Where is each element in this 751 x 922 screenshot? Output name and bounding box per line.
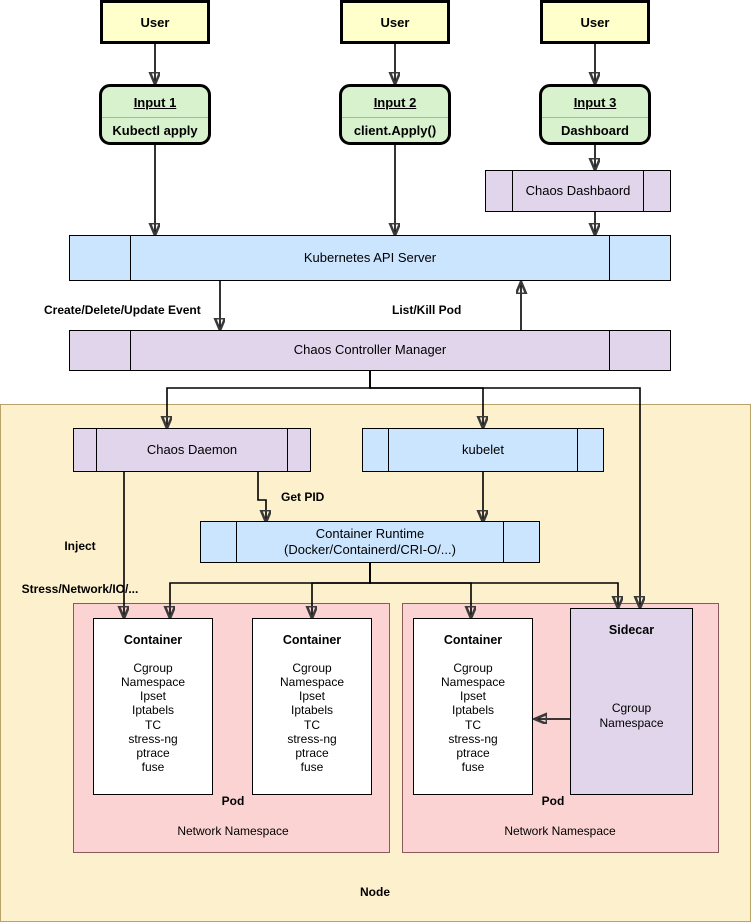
container-runtime-line1: Container Runtime bbox=[315, 525, 425, 541]
user-label: User bbox=[380, 14, 410, 30]
box-side-right bbox=[643, 171, 670, 211]
container-runtime-line2: (Docker/Containerd/CRI-O/...) bbox=[284, 542, 456, 557]
feature-item: TC bbox=[465, 717, 481, 732]
box-side-right bbox=[503, 522, 539, 562]
feature-item: ptrace bbox=[295, 745, 329, 760]
controller-manager-label: Chaos Controller Manager bbox=[293, 342, 447, 358]
sidecar-card[interactable]: Sidecar Cgroup Namespace bbox=[570, 608, 693, 795]
chaos-dashboard-label: Chaos Dashbaord bbox=[525, 182, 631, 198]
feature-item: Namespace bbox=[599, 715, 664, 730]
box-side-left bbox=[74, 429, 97, 471]
input-card-header: Input 1 bbox=[102, 87, 208, 118]
user-label: User bbox=[580, 14, 610, 30]
input-card-1[interactable]: Input 1 Kubectl apply bbox=[99, 84, 211, 145]
feature-item: fuse bbox=[141, 760, 165, 775]
input-card-header: Input 2 bbox=[342, 87, 448, 118]
sidecar-body: Cgroup Namespace bbox=[571, 637, 692, 794]
feature-item: Ipset bbox=[459, 689, 486, 704]
box-side-right bbox=[609, 236, 670, 280]
input-card-body: Dashboard bbox=[561, 122, 629, 138]
feature-item: Cgroup bbox=[292, 661, 332, 675]
edge-label-inject-line1: Inject bbox=[64, 538, 96, 553]
edge-label-inject: Inject Stress/Network/IO/... bbox=[10, 510, 150, 625]
box-side-left bbox=[363, 429, 389, 471]
feature-item: Cgroup bbox=[133, 661, 173, 675]
feature-item: Iptabels bbox=[131, 703, 175, 718]
feature-item: Namespace bbox=[120, 675, 186, 690]
feature-item: stress-ng bbox=[448, 731, 498, 746]
chaos-daemon-label: Chaos Daemon bbox=[146, 441, 238, 457]
chaos-daemon-box[interactable]: Chaos Daemon bbox=[73, 428, 311, 472]
network-namespace-label: Network Namespace bbox=[177, 824, 289, 838]
user-box-1: User bbox=[100, 0, 210, 44]
input-card-body: Kubectl apply bbox=[112, 122, 198, 138]
feature-item: Ipset bbox=[298, 689, 325, 704]
container-title: Container bbox=[123, 633, 183, 647]
box-side-left bbox=[486, 171, 513, 211]
edge-label-create-delete-update: Create/Delete/Update Event bbox=[44, 303, 201, 317]
container-runtime-box[interactable]: Container Runtime (Docker/Containerd/CRI… bbox=[200, 521, 540, 563]
feature-item: Cgroup bbox=[453, 661, 493, 675]
feature-item: stress-ng bbox=[287, 731, 337, 746]
kubernetes-api-server-box[interactable]: Kubernetes API Server bbox=[69, 235, 671, 281]
feature-item: stress-ng bbox=[128, 731, 178, 746]
input-card-2[interactable]: Input 2 client.Apply() bbox=[339, 84, 451, 145]
edge-label-get-pid: Get PID bbox=[281, 490, 325, 504]
container-card[interactable]: Container Cgroup Namespace Ipset Iptabel… bbox=[252, 618, 372, 795]
feature-item: Namespace bbox=[440, 675, 506, 690]
edge-label-list-kill-pod: List/Kill Pod bbox=[392, 303, 462, 317]
input-card-3[interactable]: Input 3 Dashboard bbox=[539, 84, 651, 145]
user-label: User bbox=[140, 14, 170, 30]
box-side-right bbox=[287, 429, 310, 471]
feature-item: Iptabels bbox=[451, 703, 495, 718]
api-server-label: Kubernetes API Server bbox=[303, 249, 437, 265]
sidecar-title: Sidecar bbox=[608, 623, 655, 637]
feature-item: TC bbox=[304, 717, 320, 732]
box-side-left bbox=[201, 522, 237, 562]
input-card-body: client.Apply() bbox=[353, 122, 437, 138]
container-runtime-label: Container Runtime (Docker/Containerd/CRI… bbox=[237, 522, 503, 562]
feature-item: ptrace bbox=[456, 745, 490, 760]
user-box-2: User bbox=[340, 0, 450, 44]
container-title: Container bbox=[443, 633, 503, 647]
edge-label-inject-line2: Stress/Network/IO/... bbox=[21, 581, 139, 596]
feature-item: Cgroup bbox=[611, 701, 652, 716]
container-title: Container bbox=[282, 633, 342, 647]
pod-label: Pod bbox=[541, 794, 565, 808]
container-feature-list: Cgroup Namespace Ipset Iptabels TC stres… bbox=[280, 661, 344, 774]
box-side-left bbox=[70, 236, 131, 280]
sidecar-feature-list: Cgroup Namespace bbox=[599, 701, 663, 729]
box-side-left bbox=[70, 331, 131, 370]
node-label: Node bbox=[360, 885, 390, 899]
network-namespace-label: Network Namespace bbox=[504, 824, 616, 838]
feature-item: Iptabels bbox=[290, 703, 334, 718]
user-box-3: User bbox=[540, 0, 650, 44]
pod-label: Pod bbox=[221, 794, 245, 808]
feature-item: Namespace bbox=[279, 675, 345, 690]
chaos-dashboard-box[interactable]: Chaos Dashbaord bbox=[485, 170, 671, 212]
container-card[interactable]: Container Cgroup Namespace Ipset Iptabel… bbox=[93, 618, 213, 795]
feature-item: Ipset bbox=[139, 689, 166, 704]
container-feature-list: Cgroup Namespace Ipset Iptabels TC stres… bbox=[121, 661, 185, 774]
feature-item: TC bbox=[145, 717, 161, 732]
kubelet-label: kubelet bbox=[462, 441, 504, 457]
kubelet-box[interactable]: kubelet bbox=[362, 428, 604, 472]
box-side-right bbox=[609, 331, 670, 370]
input-card-header: Input 3 bbox=[542, 87, 648, 118]
feature-item: ptrace bbox=[136, 745, 170, 760]
container-card[interactable]: Container Cgroup Namespace Ipset Iptabel… bbox=[413, 618, 533, 795]
feature-item: fuse bbox=[300, 760, 324, 775]
chaos-controller-manager-box[interactable]: Chaos Controller Manager bbox=[69, 330, 671, 371]
container-feature-list: Cgroup Namespace Ipset Iptabels TC stres… bbox=[441, 661, 505, 774]
feature-item: fuse bbox=[461, 760, 485, 775]
box-side-right bbox=[577, 429, 603, 471]
